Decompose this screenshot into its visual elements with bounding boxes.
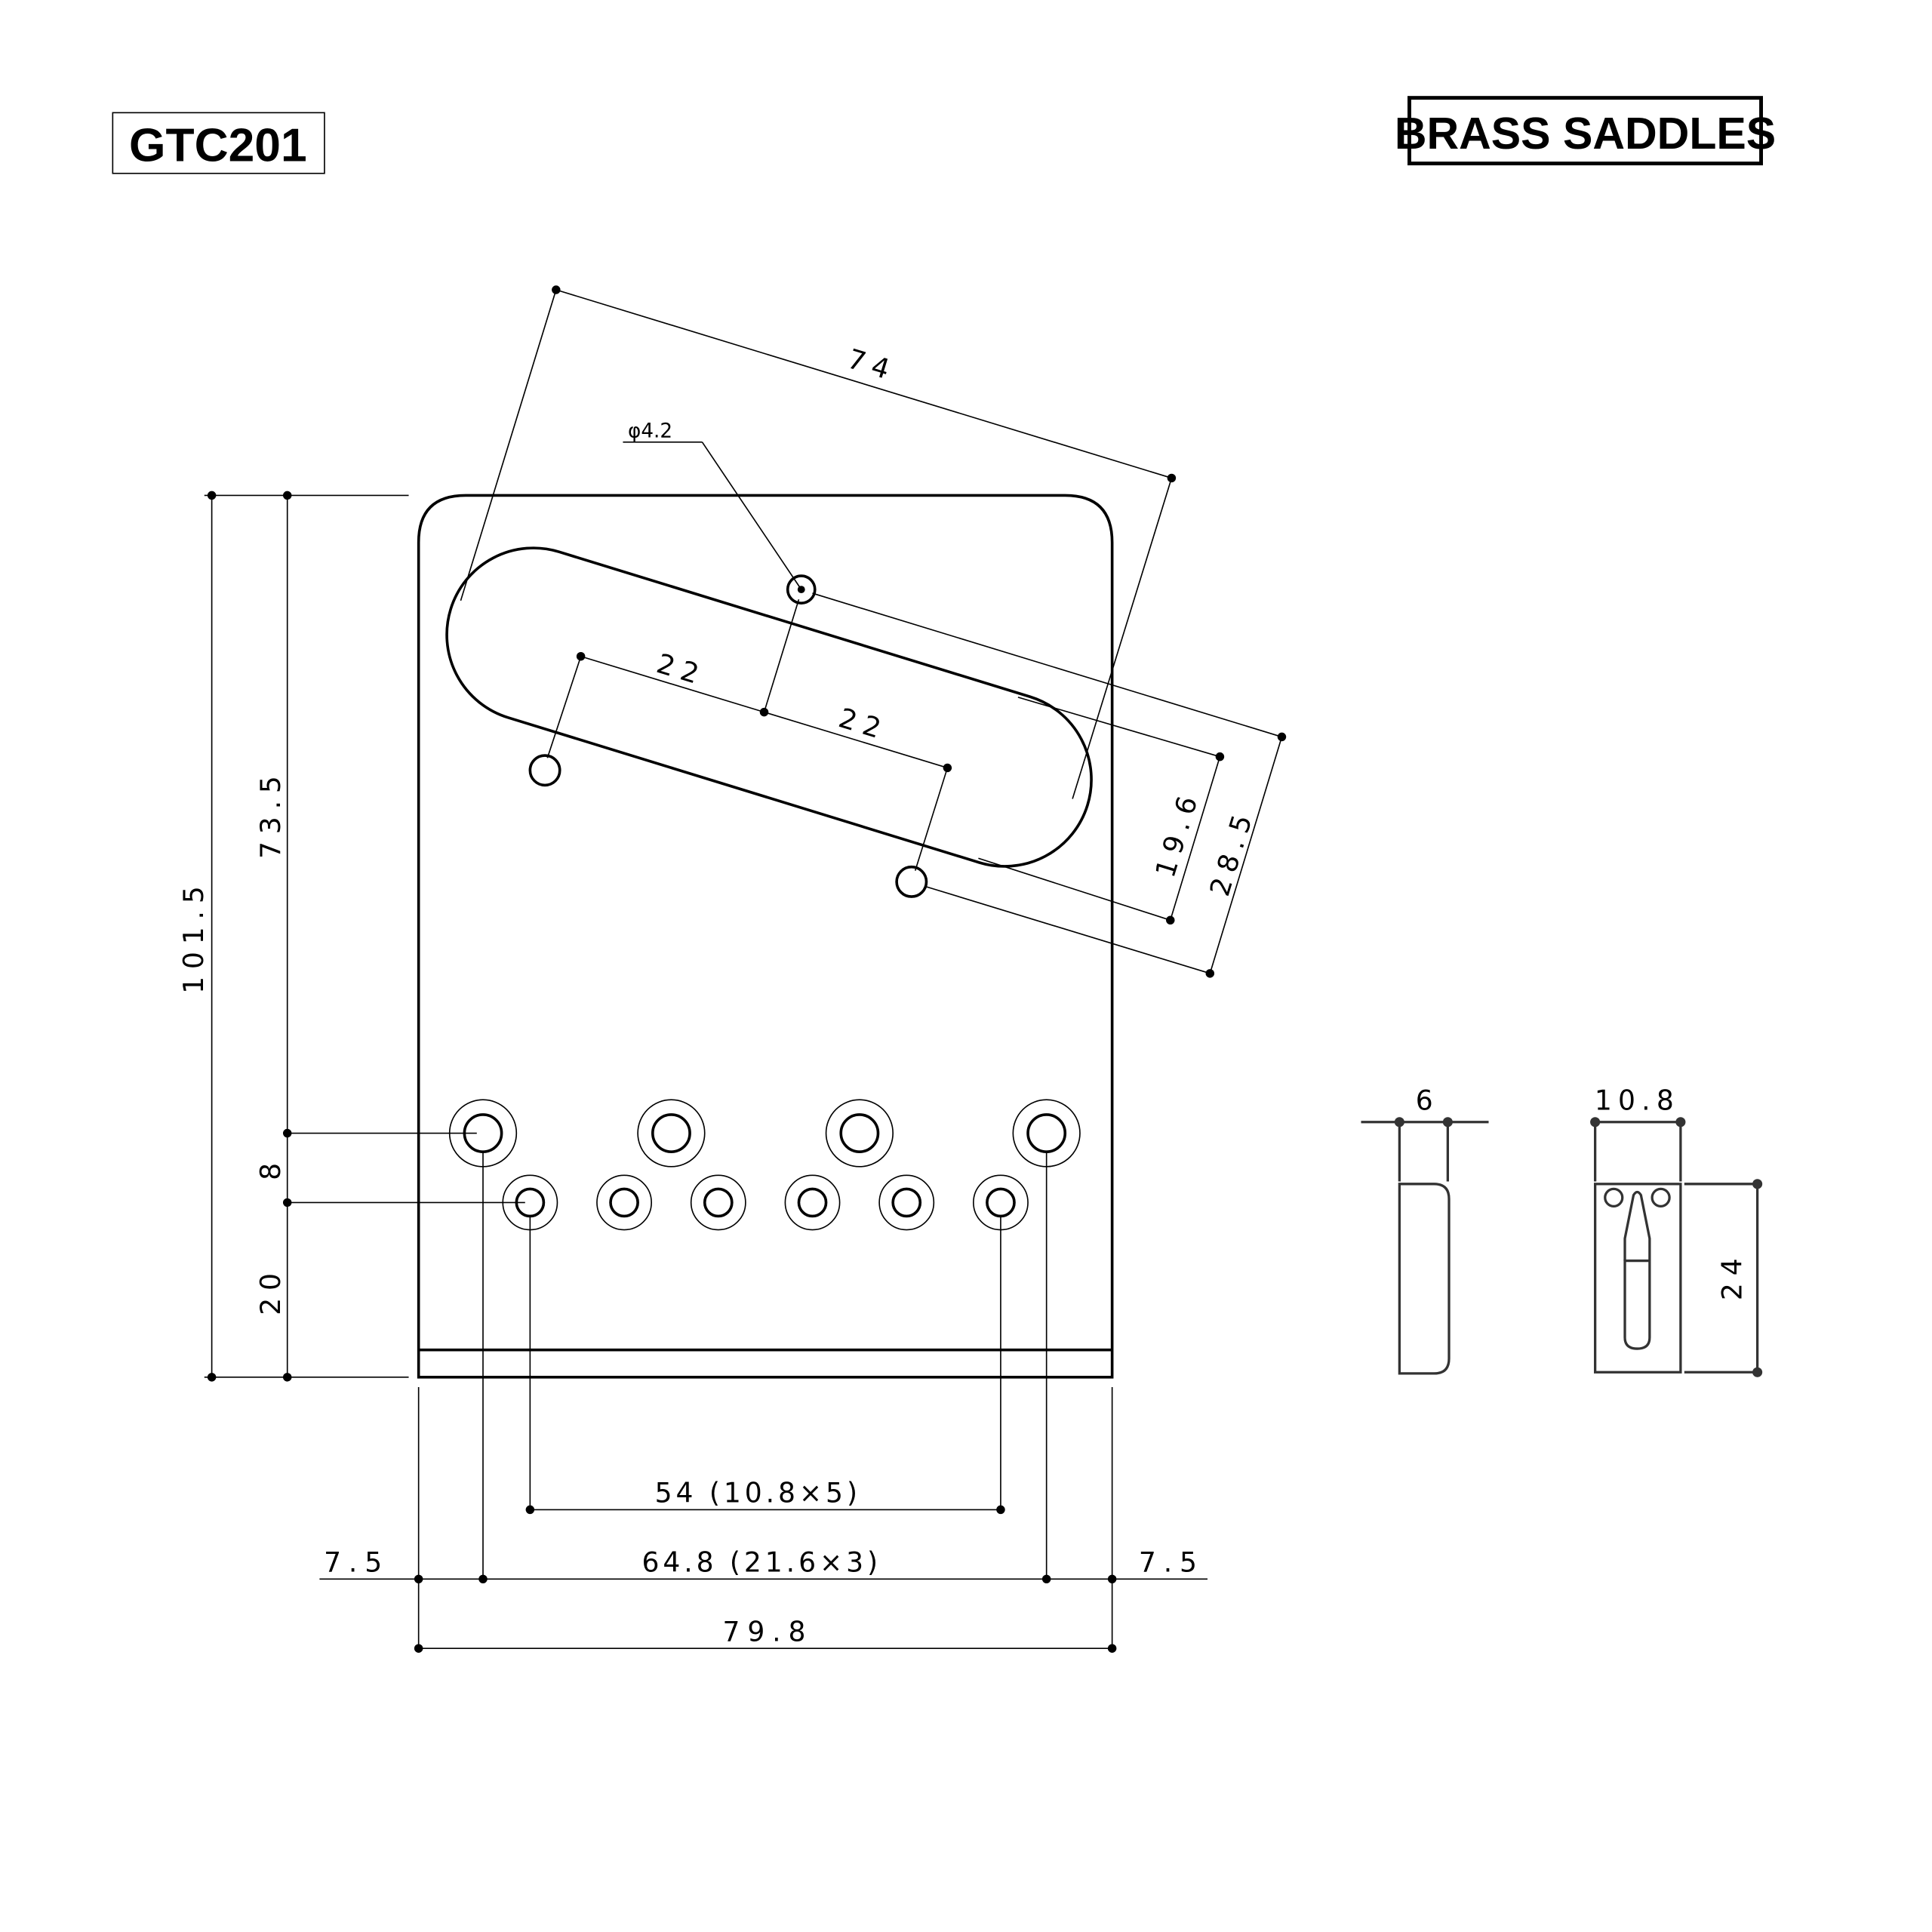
svg-text:54 (10.8×5): 54 (10.8×5) — [655, 1477, 861, 1509]
svg-text:101.5: 101.5 — [177, 878, 210, 994]
pickup-hole-right — [895, 865, 928, 898]
svg-text:19.6: 19.6 — [1149, 785, 1206, 881]
svg-text:79.8: 79.8 — [723, 1615, 814, 1647]
pickup-hole-left — [528, 754, 561, 787]
svg-text:7.5: 7.5 — [1139, 1546, 1204, 1578]
mounting-holes — [448, 1099, 1081, 1168]
dim-horizontal: 54 (10.8×5) 7.5 64.8 (21.6×3) 7.5 79.8 — [319, 1152, 1208, 1653]
svg-text:28.5: 28.5 — [1203, 804, 1260, 900]
saddle-side-view: 6 — [1361, 1084, 1489, 1375]
dim-screw-hole: φ4.2 — [623, 420, 802, 590]
material-label-box: BRASS SADDLES — [1395, 96, 1776, 166]
saddle-top-view: 10.8 24 — [1590, 1084, 1763, 1377]
svg-text:8: 8 — [254, 1155, 287, 1180]
svg-text:24: 24 — [1715, 1251, 1748, 1300]
string-holes — [502, 1174, 1029, 1231]
dim-vertical: 101.5 73.5 8 20 — [177, 491, 525, 1382]
svg-text:22: 22 — [835, 701, 892, 746]
svg-text:7.5: 7.5 — [324, 1546, 389, 1578]
pickup-slot — [445, 546, 1093, 868]
svg-text:φ4.2: φ4.2 — [628, 420, 672, 442]
svg-text:6: 6 — [1416, 1084, 1433, 1116]
dim-hole-spacing: 22 22 — [546, 599, 952, 871]
svg-text:64.8 (21.6×3): 64.8 (21.6×3) — [641, 1546, 881, 1578]
bridge-plate — [417, 494, 1114, 1379]
material-label: BRASS SADDLES — [1395, 109, 1776, 158]
model-label-box: GTC201 — [112, 112, 325, 174]
svg-text:10.8: 10.8 — [1595, 1084, 1680, 1116]
svg-text:73.5: 73.5 — [254, 768, 287, 859]
model-label: GTC201 — [129, 119, 307, 171]
screw-hole-top — [786, 574, 817, 605]
svg-text:20: 20 — [254, 1266, 287, 1315]
svg-text:22: 22 — [653, 647, 709, 692]
